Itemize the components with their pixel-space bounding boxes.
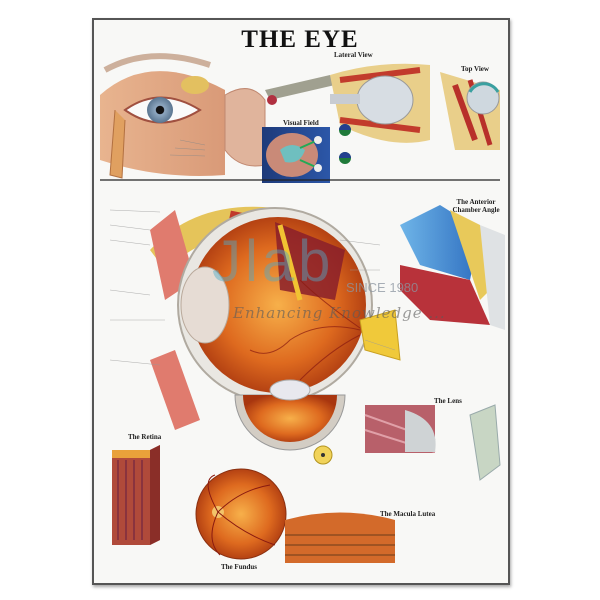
- eye-hemisphere-illustration: [234, 379, 346, 465]
- fundus-illustration: [195, 468, 287, 560]
- anterior-chamber-angle-illustration: [400, 205, 505, 330]
- poster-title: THE EYE: [241, 26, 359, 53]
- label-macula-lutea: The Macula Lutea: [380, 510, 436, 518]
- macula-lutea-illustration: [285, 512, 395, 563]
- front-eye-illustration: [100, 53, 225, 179]
- lens-illustration: [364, 404, 501, 481]
- watermark-tagline: Enhancing Knowledge ...: [233, 304, 446, 322]
- label-top-view: Top View: [461, 65, 489, 73]
- label-anterior-chamber-angle: The Anterior Chamber Angle: [452, 198, 500, 214]
- visual-field-illustration: [262, 127, 330, 183]
- label-visual-field: Visual Field: [283, 119, 319, 127]
- label-lateral-view: Lateral View: [334, 51, 373, 59]
- label-fundus: The Fundus: [221, 563, 257, 571]
- watermark-since: SINCE 1980: [346, 280, 419, 295]
- label-lens: The Lens: [434, 397, 462, 405]
- retina-illustration: [112, 445, 160, 545]
- watermark-logo: Jlab: [212, 229, 335, 294]
- eye-cross-section-illustration: [109, 206, 401, 430]
- top-view-illustration: [440, 72, 500, 150]
- label-retina: The Retina: [128, 433, 162, 441]
